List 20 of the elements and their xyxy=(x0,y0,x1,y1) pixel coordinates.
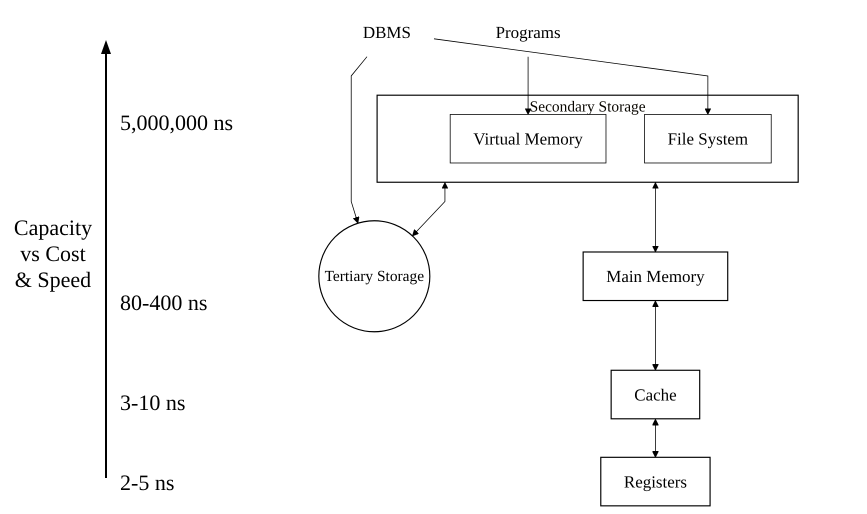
node-text: Programs xyxy=(496,22,561,42)
access-time-label: 2-5 ns xyxy=(120,470,174,496)
arrow xyxy=(652,300,659,371)
arrow xyxy=(350,56,368,224)
arrow xyxy=(434,38,712,115)
node-box: Registers xyxy=(600,456,711,506)
access-time-label: 3-10 ns xyxy=(120,390,186,416)
node-box: File System xyxy=(644,114,772,164)
arrow xyxy=(524,56,532,115)
node-box: Main Memory xyxy=(582,251,728,302)
node-circle: Tertiary Storage xyxy=(318,220,430,332)
node-box: Cache xyxy=(610,370,700,420)
axis-label: Capacity vs Cost & Speed xyxy=(12,215,94,293)
access-time-label: 5,000,000 ns xyxy=(120,110,234,136)
access-time-label: 80-400 ns xyxy=(120,290,208,316)
arrow xyxy=(652,418,659,458)
arrow xyxy=(652,182,659,252)
arrow xyxy=(412,182,448,236)
node-box: Virtual Memory xyxy=(450,114,606,164)
node-text: DBMS xyxy=(362,22,411,42)
